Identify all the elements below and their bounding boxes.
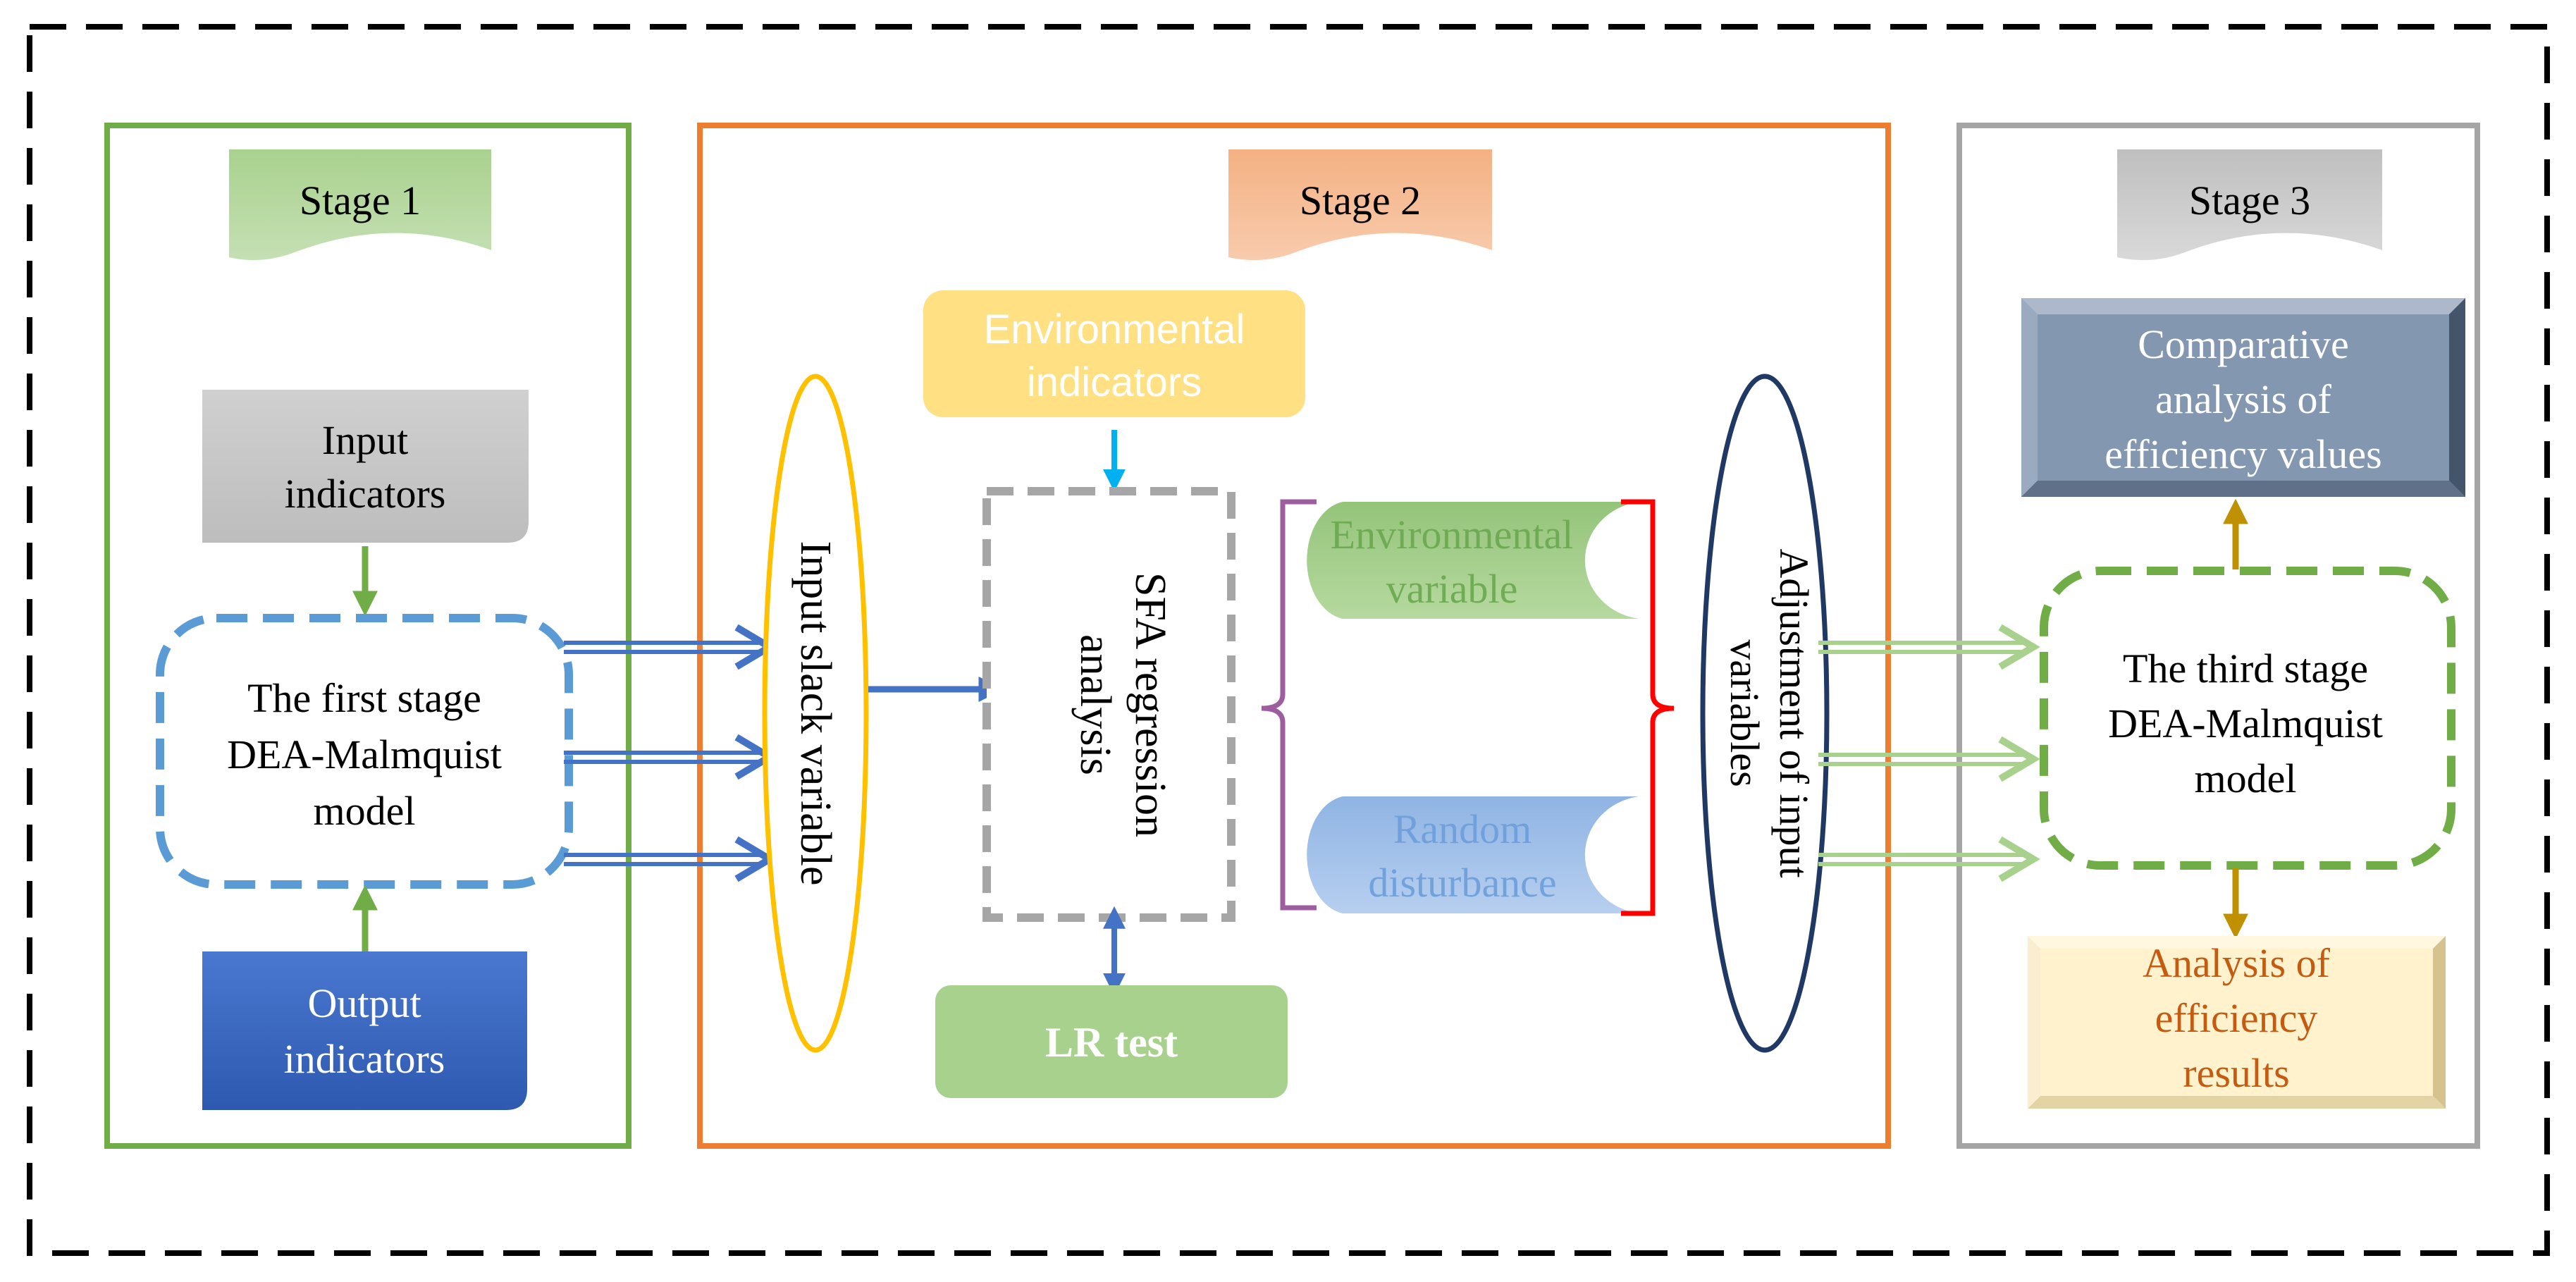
stage2-to-stage3-arrows	[1818, 624, 2040, 882]
sfa-line2: analysis	[1071, 634, 1119, 775]
red-brace	[1621, 499, 1675, 916]
analysis-line1: Analysis of	[2143, 940, 2331, 986]
lr-test-label: LR test	[1045, 1019, 1178, 1066]
first-stage-line1: The first stage	[247, 675, 481, 721]
adjustment-line1: Adjustment of input	[1771, 548, 1817, 877]
adjustment-ellipse: Adjustment of input variables	[1700, 374, 1830, 1053]
env-indicators-line1: Environmental	[984, 307, 1245, 352]
input-indicators-line2: indicators	[285, 471, 446, 517]
first-stage-line3: model	[314, 788, 416, 834]
stage3-label: Stage 3	[2189, 178, 2310, 223]
third-stage-line2: DEA-Malmquist	[2108, 701, 2383, 746]
analysis-results-box: Analysis of efficiency results	[2028, 936, 2446, 1109]
env-variable-line2: variable	[1386, 566, 1518, 612]
environmental-indicators-box: Environmental indicators	[923, 290, 1305, 417]
random-line1: Random	[1393, 806, 1532, 852]
comparative-line1: Comparative	[2138, 321, 2349, 367]
lr-test-box: LR test	[935, 985, 1288, 1098]
env-variable-line1: Environmental	[1331, 512, 1574, 557]
stage2-panel	[697, 123, 1891, 1149]
comparative-analysis-box: Comparative analysis of efficiency value…	[2021, 298, 2465, 497]
comparative-line2: analysis of	[2155, 376, 2331, 422]
stage1-to-stage2-arrows	[564, 624, 777, 882]
input-slack-label: Input slack variable	[791, 541, 839, 886]
stage2-label: Stage 2	[1300, 178, 1421, 223]
sfa-regression-box: SFA regression analysis	[982, 487, 1235, 922]
third-stage-model-box: The third stage DEA-Malmquist model	[2040, 567, 2455, 870]
third-stage-line1: The third stage	[2123, 646, 2368, 691]
stage1-banner: Stage 1	[229, 149, 491, 261]
first-stage-model-box: The first stage DEA-Malmquist model	[156, 614, 573, 889]
stage3-panel	[1956, 123, 2480, 1149]
input-slack-ellipse: Input slack variable	[762, 374, 869, 1053]
purple-brace	[1261, 499, 1317, 911]
stage1-label: Stage 1	[300, 178, 421, 223]
output-indicators-line2: indicators	[284, 1036, 445, 1082]
stage2-banner: Stage 2	[1228, 149, 1492, 261]
adjustment-line2: variables	[1722, 639, 1768, 787]
output-indicators-box: Output indicators	[202, 951, 527, 1110]
outer-frame	[27, 24, 2550, 1256]
comparative-line3: efficiency values	[2104, 431, 2381, 477]
environmental-variable-shape: Environmental variable	[1307, 502, 1639, 619]
analysis-line2: efficiency	[2155, 995, 2318, 1041]
random-disturbance-shape: Random disturbance	[1307, 796, 1639, 913]
stage1-panel	[104, 123, 631, 1149]
first-stage-line2: DEA-Malmquist	[227, 732, 502, 777]
input-indicators-box: Input indicators	[202, 390, 529, 543]
input-indicators-line1: Input	[322, 417, 408, 463]
third-stage-line3: model	[2195, 756, 2297, 801]
stage3-banner: Stage 3	[2117, 149, 2382, 261]
random-line2: disturbance	[1368, 860, 1556, 906]
env-indicators-line2: indicators	[1027, 359, 1202, 405]
sfa-line1: SFA regression	[1126, 572, 1174, 837]
output-indicators-line1: Output	[307, 980, 421, 1026]
analysis-line3: results	[2183, 1050, 2289, 1096]
